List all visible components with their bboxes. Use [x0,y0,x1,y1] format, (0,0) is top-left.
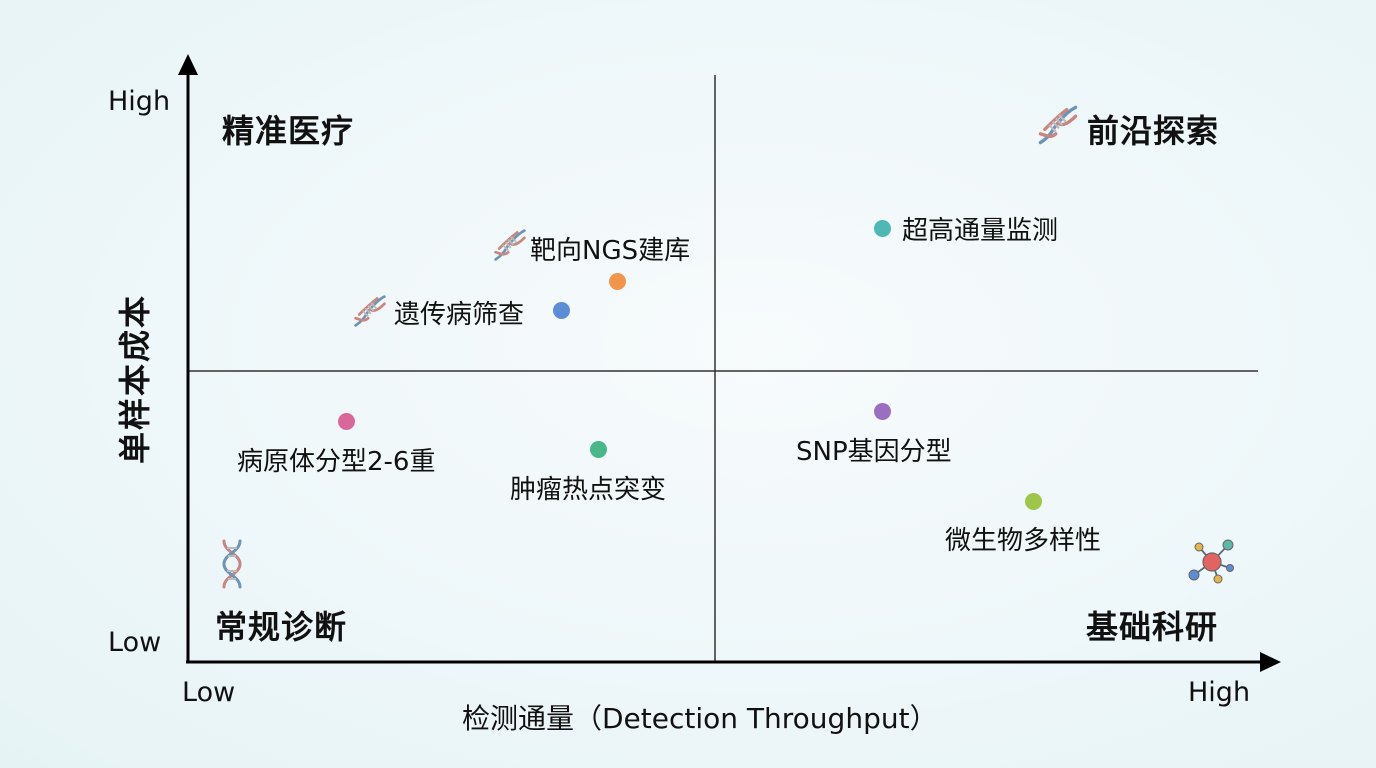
x-tick-high: High [1188,677,1251,708]
point-label: 遗传病筛查 [394,300,525,330]
quadrant-title-frontier-exploration: 前沿探索 [1087,112,1220,150]
data-point-ultra-high-throughput-monitoring[interactable] [874,220,891,237]
y-tick-high: High [108,86,171,117]
y-axis-title: 单样本成本 [116,293,154,464]
y-tick-low: Low [108,627,162,658]
point-label: 靶向NGS建库 [530,236,691,266]
dna-helix-icon [494,229,526,261]
point-label: SNP基因分型 [796,437,952,467]
quadrant-title-routine-diagnosis: 常规诊断 [215,608,348,646]
x-axis-title: 检测通量（Detection Throughput） [462,702,938,735]
data-point-genetic-disease-screening[interactable] [553,302,570,319]
dna-helix-icon [1038,105,1078,145]
point-label: 微生物多样性 [945,526,1102,556]
data-point-targeted-ngs-library[interactable] [609,273,626,290]
x-axis-arrow-icon [1260,652,1281,672]
quadrant-title-basic-research: 基础科研 [1086,608,1219,646]
point-label: 肿瘤热点突变 [510,475,667,505]
y-axis-arrow-icon [178,54,198,75]
data-point-snp-genotyping[interactable] [874,403,891,420]
data-point-pathogen-typing[interactable] [338,413,355,430]
molecule-network-icon [1188,539,1234,584]
point-label: 超高通量监测 [902,216,1059,246]
dna-helix-icon [222,539,242,589]
data-point-microbial-diversity[interactable] [1025,493,1042,510]
dna-helix-icon [354,295,386,327]
x-tick-low: Low [182,677,236,708]
point-label: 病原体分型2-6重 [237,447,436,477]
quadrant-title-precision-medicine: 精准医疗 [222,112,355,150]
data-point-tumor-hotspot-mutation[interactable] [590,441,607,458]
